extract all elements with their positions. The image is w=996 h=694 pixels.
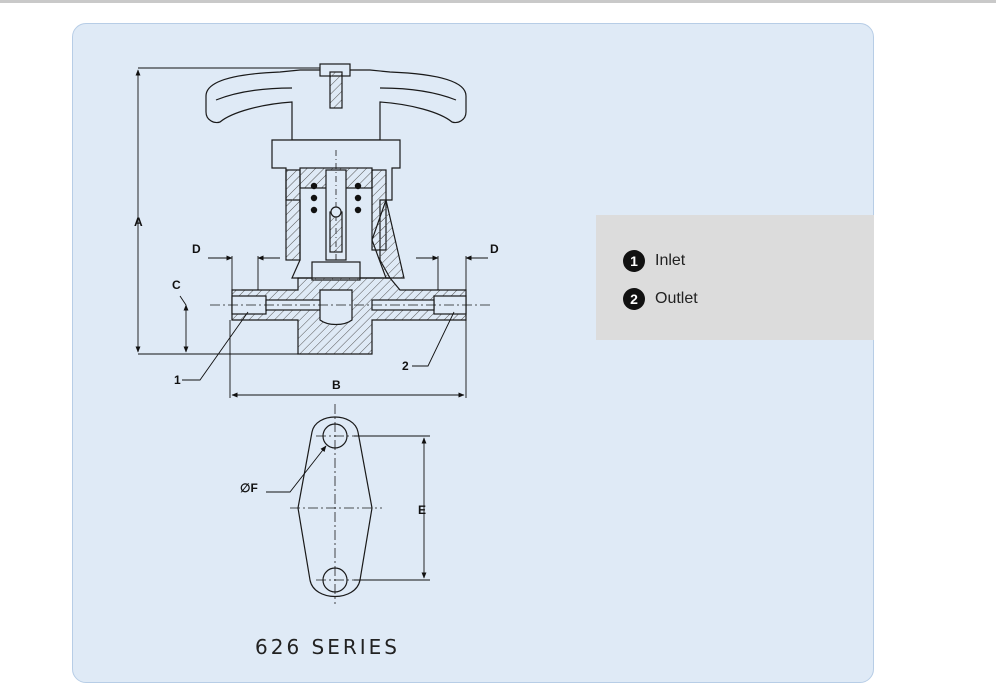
flange-view — [290, 404, 382, 604]
callout-label-2: 2 — [402, 359, 409, 373]
legend-item-inlet: 1 Inlet — [623, 250, 685, 272]
legend-label: Inlet — [655, 252, 686, 269]
legend-box: 1 Inlet 2 Outlet — [596, 215, 874, 340]
callout-label-1: 1 — [174, 373, 181, 387]
top-rule — [0, 0, 996, 3]
flange-dimensions — [266, 435, 430, 581]
legend-number-badge: 1 — [623, 250, 645, 272]
dimension-label-f: ∅F — [240, 481, 258, 495]
dimension-label-e: E — [418, 503, 426, 517]
valve-spring — [310, 182, 362, 214]
legend-item-outlet: 2 Outlet — [623, 288, 698, 310]
dimension-label-d-left: D — [192, 242, 201, 256]
legend-label: Outlet — [655, 290, 698, 307]
valve-section — [205, 63, 490, 355]
dimension-label-d-right: D — [490, 242, 499, 256]
diagram-panel — [72, 23, 874, 683]
dimension-label-c: C — [172, 278, 181, 292]
dimension-label-a: A — [134, 215, 143, 229]
dimension-label-b: B — [332, 378, 341, 392]
legend-number-badge: 2 — [623, 288, 645, 310]
series-label: 626 SERIES — [255, 635, 400, 659]
section-dimensions — [135, 67, 488, 398]
